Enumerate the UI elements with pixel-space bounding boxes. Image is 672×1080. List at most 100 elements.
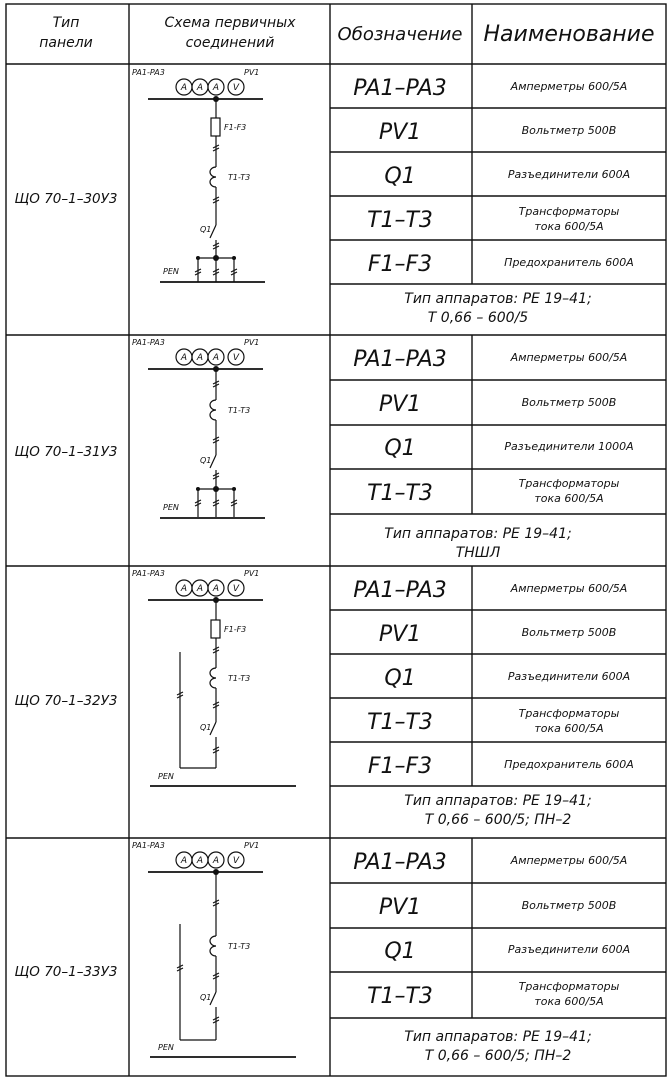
meters-label: PA1-PA3 [132, 841, 165, 850]
svg-text:A: A [212, 353, 219, 363]
current-transformer-icon [209, 667, 217, 689]
designation-cell: F1–F3 [368, 252, 432, 277]
ammeter-icon: A [175, 78, 193, 96]
circuit-schematic: PA1-PA3 PV1 A A A V T1-T3 Q1 PEN [132, 338, 265, 519]
name-cell: Трансформаторы [519, 477, 620, 490]
current-transformer-icon [209, 166, 217, 188]
meters-label: PA1-PA3 [132, 68, 165, 77]
svg-text:A: A [180, 584, 187, 594]
designation-cell: T1–T3 [367, 208, 433, 233]
circuit-schematic: PA1-PA3 PV1 A A A V F1-F3 T1-T3 Q1 PEN [132, 68, 265, 283]
disconnector-icon [209, 454, 217, 469]
tt-label: T1-T3 [228, 674, 250, 683]
svg-text:V: V [233, 353, 240, 363]
ammeter-icon: A [175, 348, 193, 366]
fuse-label: F1-F3 [224, 625, 246, 634]
name-cell: тока 600/5А [534, 722, 603, 735]
pen-label: PEN [163, 267, 179, 276]
tt-label: T1-T3 [228, 406, 250, 415]
designation-cell: PA1–PA3 [353, 347, 446, 372]
name-cell: Амперметры 600/5А [510, 582, 628, 595]
header-type-line1: Тип [53, 15, 80, 31]
panel-2-specs: PA1–PA3 Амперметры 600/5А PV1 Вольтметр … [353, 347, 633, 561]
designation-cell: PV1 [379, 895, 421, 920]
meters-label: PA1-PA3 [132, 338, 165, 347]
voltmeter-label: PV1 [244, 841, 259, 850]
disconnector-icon [209, 721, 217, 736]
ammeter-icon: A [207, 348, 225, 366]
header-name: Наименование [484, 22, 655, 47]
apparatus-note: Тип аппаратов: РЕ 19–41; [404, 291, 591, 307]
header-type-line2: панели [39, 35, 93, 51]
name-cell: тока 600/5А [534, 220, 603, 233]
ammeter-icon: A [207, 851, 225, 869]
designation-cell: PV1 [379, 622, 421, 647]
svg-text:V: V [233, 83, 240, 93]
disconnector-icon [209, 991, 217, 1006]
panel-type: ЩО 70–1–30У3 [15, 191, 118, 207]
switch-label: Q1 [200, 723, 211, 732]
svg-text:V: V [233, 856, 240, 866]
name-cell: тока 600/5А [534, 995, 603, 1008]
designation-cell: Q1 [384, 939, 415, 964]
fuse-label: F1-F3 [224, 123, 246, 132]
designation-cell: PA1–PA3 [353, 76, 446, 101]
voltmeter-icon: V [227, 851, 245, 869]
circuit-schematic: PA1-PA3 PV1 A A A V T1-T3 Q1 PEN [132, 841, 296, 1058]
header-scheme-line1: Схема первичных [164, 15, 296, 31]
ammeter-icon: A [191, 579, 209, 597]
header-scheme-line2: соединений [186, 35, 275, 51]
svg-text:A: A [196, 353, 203, 363]
apparatus-note: Тип аппаратов: РЕ 19–41; [384, 526, 571, 542]
name-cell: Трансформаторы [519, 205, 620, 218]
name-cell: тока 600/5А [534, 492, 603, 505]
name-cell: Вольтметр 500В [522, 626, 617, 639]
designation-cell: T1–T3 [367, 710, 433, 735]
meters-label: PA1-PA3 [132, 569, 165, 578]
fuse-icon [210, 117, 221, 137]
designation-cell: PA1–PA3 [353, 850, 446, 875]
voltmeter-label: PV1 [244, 338, 259, 347]
ammeter-icon: A [191, 348, 209, 366]
current-transformer-icon [209, 935, 217, 957]
table-grid [5, 3, 667, 1077]
name-cell: Трансформаторы [519, 707, 620, 720]
apparatus-note: Т 0,66 – 600/5; ПН–2 [425, 812, 572, 828]
tt-label: T1-T3 [228, 173, 250, 182]
name-cell: Предохранитель 600А [504, 256, 634, 269]
svg-text:A: A [212, 584, 219, 594]
name-cell: Предохранитель 600А [504, 758, 634, 771]
designation-cell: Q1 [384, 436, 415, 461]
svg-text:A: A [196, 83, 203, 93]
svg-text:A: A [180, 856, 187, 866]
voltmeter-label: PV1 [244, 569, 259, 578]
fuse-icon [210, 619, 221, 639]
designation-cell: Q1 [384, 666, 415, 691]
pen-label: PEN [163, 503, 179, 512]
switch-label: Q1 [200, 225, 211, 234]
pen-label: PEN [158, 1043, 174, 1052]
svg-text:A: A [196, 584, 203, 594]
ammeter-icon: A [207, 78, 225, 96]
panel-3-specs: PA1–PA3 Амперметры 600/5А PV1 Вольтметр … [353, 578, 634, 828]
designation-cell: T1–T3 [367, 984, 433, 1009]
panel-1-specs: PA1–PA3 Амперметры 600/5А PV1 Вольтметр … [353, 76, 634, 326]
disconnector-icon [209, 224, 217, 239]
switch-label: Q1 [200, 456, 211, 465]
voltmeter-label: PV1 [244, 68, 259, 77]
name-cell: Амперметры 600/5А [510, 854, 628, 867]
circuit-schematic: PA1-PA3 PV1 A A A V F1-F3 T1-T3 Q1 PEN [132, 569, 296, 787]
svg-text:A: A [180, 353, 187, 363]
panel-type: ЩО 70–1–33У3 [15, 964, 118, 980]
apparatus-note: Тип аппаратов: РЕ 19–41; [404, 793, 591, 809]
designation-cell: PA1–PA3 [353, 578, 446, 603]
current-transformer-icon [209, 399, 217, 421]
tt-label: T1-T3 [228, 942, 250, 951]
designation-cell: T1–T3 [367, 481, 433, 506]
name-cell: Вольтметр 500В [522, 124, 617, 137]
voltmeter-icon: V [227, 348, 245, 366]
voltmeter-icon: V [227, 78, 245, 96]
designation-cell: F1–F3 [368, 754, 432, 779]
table-header: Тип панели Схема первичных соединений Об… [39, 15, 654, 51]
